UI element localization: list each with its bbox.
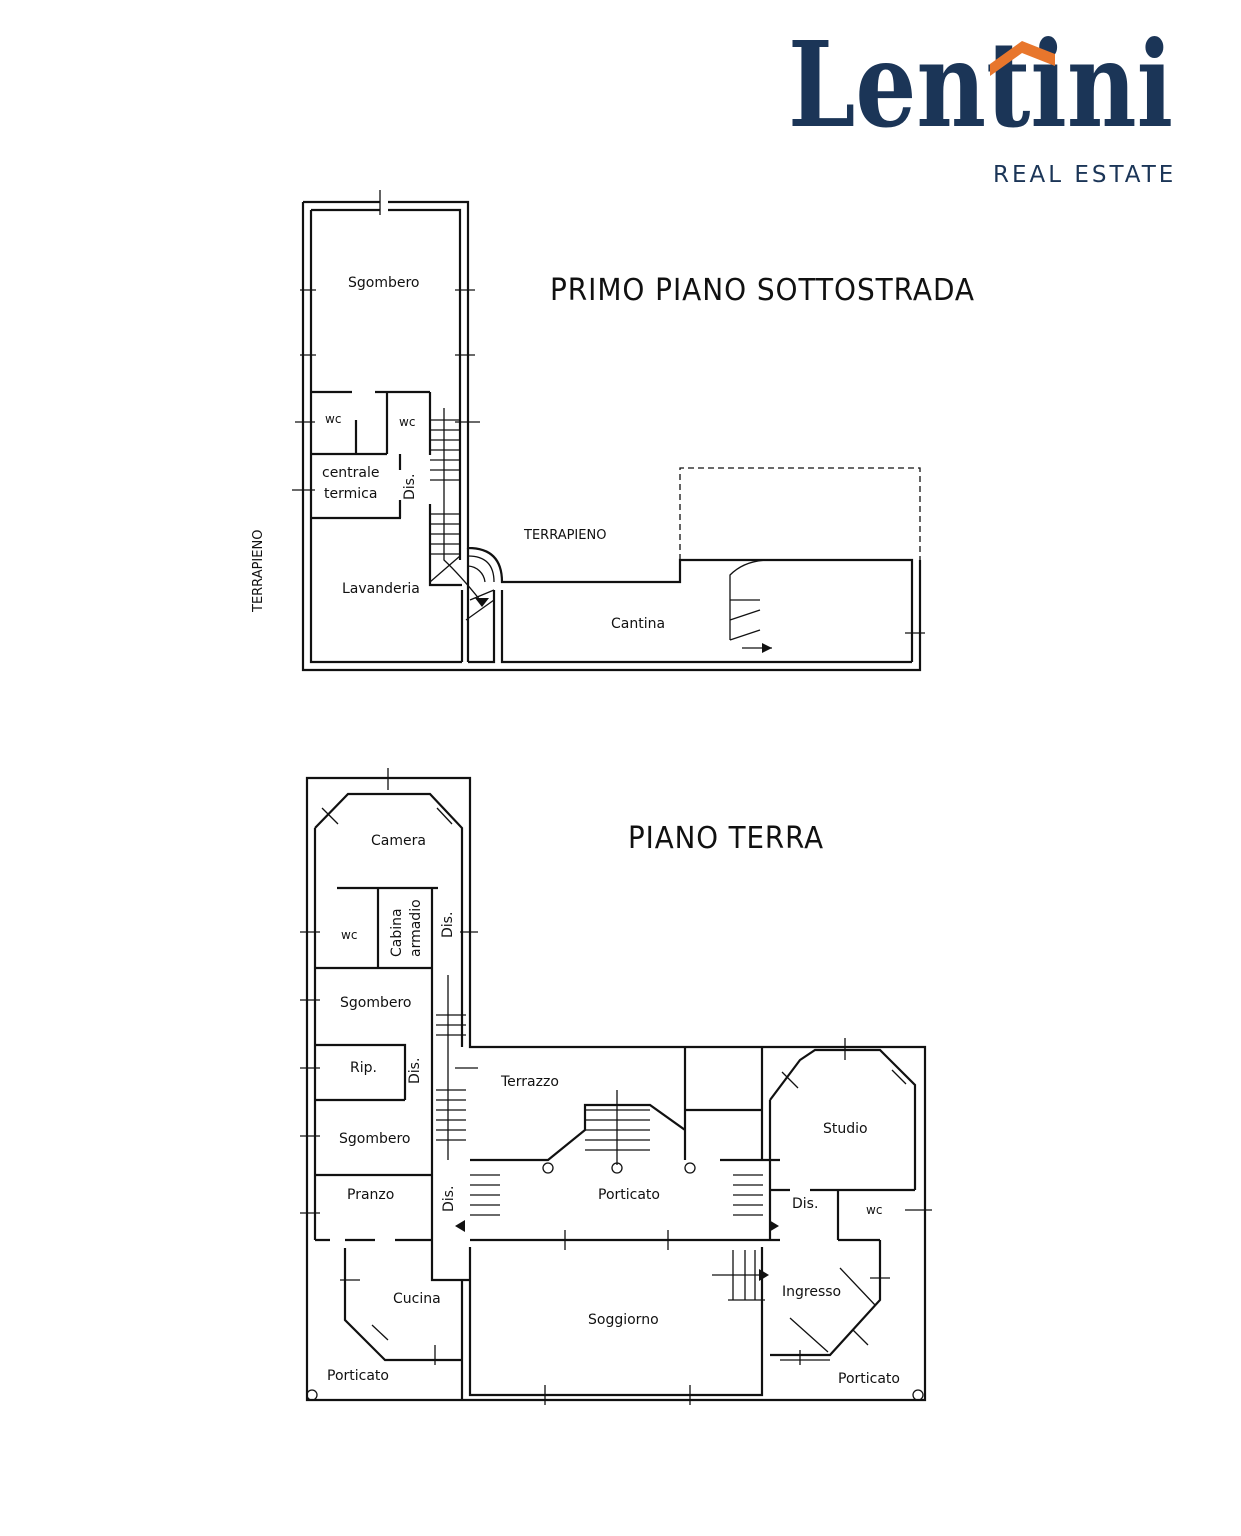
room-disimpegno: Dis. [402,474,418,500]
label-terrapieno: TERRAPIENO [523,528,606,543]
lentini-logo: Lentini REAL ESTATE [788,15,1176,188]
room-camera: Camera [371,833,426,849]
room-disimpegno: Dis. [407,1058,423,1084]
room-sgombero: Sgombero [340,995,412,1011]
plan-ground-floor: PIANO TERRA Camera wc Cabina armadio Dis… [300,768,932,1405]
room-cabina-armadio: Cabina [389,908,405,957]
room-wc: wc [399,415,415,429]
room-sgombero: Sgombero [348,275,420,291]
room-disimpegno: Dis. [792,1196,818,1212]
stair-arrow-icon [475,598,489,607]
room-ingresso: Ingresso [782,1284,841,1300]
plan-title: PRIMO PIANO SOTTOSTRADA [550,273,975,308]
room-terrazzo: Terrazzo [500,1074,559,1090]
room-disimpegno: Dis. [440,912,456,938]
plan-title: PIANO TERRA [628,821,824,856]
room-sgombero: Sgombero [339,1131,411,1147]
room-wc: wc [325,412,341,426]
roof-icon [990,41,1055,76]
room-lavanderia: Lavanderia [342,581,420,597]
stair-arrow-icon [762,643,772,653]
plan-basement: PRIMO PIANO SOTTOSTRADA TERRAPIENO Sgomb… [251,190,975,672]
room-wc: wc [866,1203,882,1217]
room-pranzo: Pranzo [347,1187,394,1203]
room-wc: wc [341,928,357,942]
room-cantina: Cantina [611,616,665,632]
side-label: TERRAPIENO [251,530,266,613]
stair-arrow-icon [455,1220,465,1232]
room-cabina-armadio-line2: armadio [408,899,424,957]
room-cucina: Cucina [393,1291,441,1307]
entrance-arrow-icon [759,1269,769,1281]
logo-tagline: REAL ESTATE [993,162,1176,188]
room-ripostiglio: Rip. [350,1060,377,1076]
room-soggiorno: Soggiorno [588,1312,659,1328]
stair-arrow-icon [769,1220,779,1232]
room-studio: Studio [823,1121,868,1137]
room-porticato: Porticato [598,1187,660,1203]
room-porticato: Porticato [838,1371,900,1387]
room-disimpegno: Dis. [441,1186,457,1212]
logo-wordmark: Lentini [788,15,1173,154]
room-centrale-termica: centrale [322,465,380,481]
room-porticato: Porticato [327,1368,389,1384]
room-centrale-termica-line2: termica [324,486,377,502]
